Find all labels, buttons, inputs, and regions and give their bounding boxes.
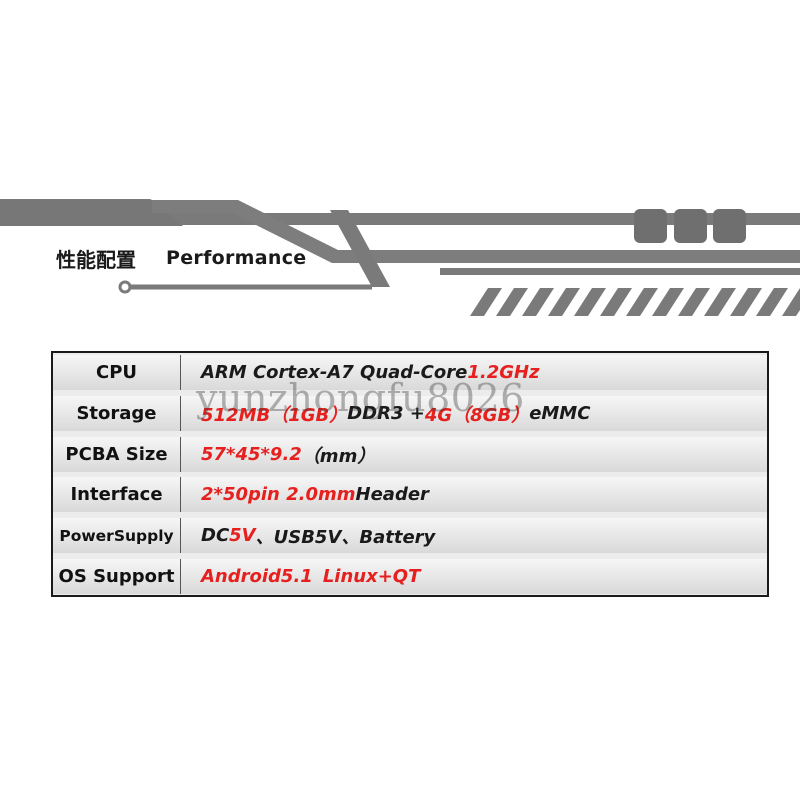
spec-value-part: 2*50pin 2.0mm xyxy=(201,484,356,505)
spec-value-part: 512MB（1GB） xyxy=(201,404,348,426)
heading-english: Performance xyxy=(166,247,307,269)
spec-label: PowerSupply xyxy=(53,518,181,553)
spec-value-part: Header xyxy=(355,484,429,505)
spec-value: 512MB（1GB）DDR3 + 4G（8GB）eMMC xyxy=(181,396,767,431)
spec-value-part: Linux+QT xyxy=(322,566,421,587)
spec-value: 57*45*9.2（mm） xyxy=(181,437,767,472)
spec-value-part: Android5.1 xyxy=(201,566,313,587)
spec-value-part: DDR3 + xyxy=(347,403,425,424)
spec-value-part: 5V xyxy=(229,525,256,546)
spec-value-part: 1.2GHz xyxy=(467,362,540,383)
spec-value-part: eMMC xyxy=(529,403,591,424)
spec-value-part: DC xyxy=(201,525,230,546)
spec-label: OS Support xyxy=(53,559,181,594)
deco-square-icon xyxy=(634,209,667,243)
spec-value-part: （mm） xyxy=(301,445,376,467)
spec-value: Android5.1 Linux+QT xyxy=(181,559,767,594)
spec-value: ARM Cortex-A7 Quad-Core 1.2GHz xyxy=(181,355,767,390)
spec-value-part: ARM Cortex-A7 Quad-Core xyxy=(201,362,468,383)
spec-label: Interface xyxy=(53,477,181,512)
heading-chinese: 性能配置 xyxy=(56,247,136,272)
spec-value-part: 4G（8GB） xyxy=(424,404,530,426)
deco-square-icon xyxy=(713,209,746,243)
spec-label: Storage xyxy=(53,396,181,431)
spec-label: CPU xyxy=(53,355,181,390)
spec-value-part: 、USB5V、Battery xyxy=(255,526,436,548)
section-heading: 性能配置 Performance xyxy=(56,243,306,273)
spec-label: PCBA Size xyxy=(53,437,181,472)
spec-value: 2*50pin 2.0mm Header xyxy=(181,477,767,512)
deco-square-icon xyxy=(674,209,707,243)
spec-value-part: 57*45*9.2 xyxy=(201,444,302,465)
